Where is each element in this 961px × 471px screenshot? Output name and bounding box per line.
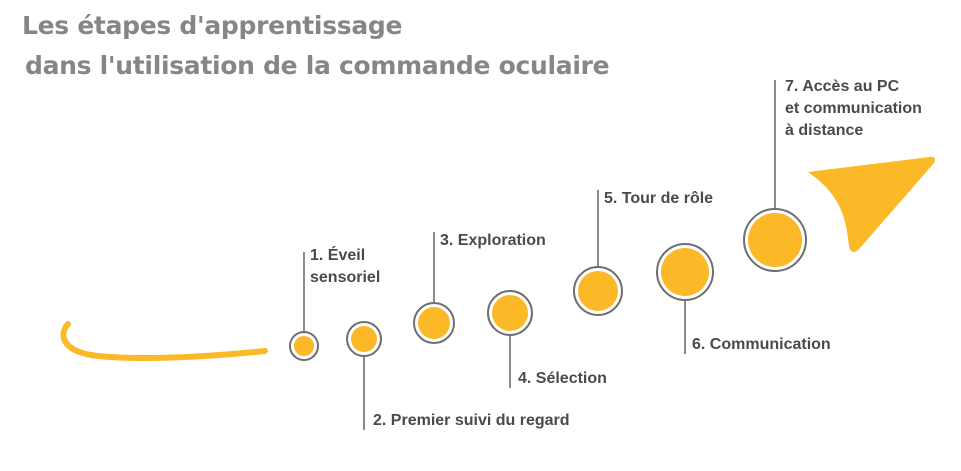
page-title: Les étapes d'apprentissage dans l'utilis… — [22, 6, 610, 86]
step-6-label-line-1: 6. Communication — [692, 336, 831, 353]
step-1-label-line-1: 1. Éveil — [310, 247, 366, 264]
step-5-dot — [578, 271, 618, 311]
step-7-label: 7. Accès au PC et communication à distan… — [785, 76, 922, 142]
step-7-label-line-2: et communication — [785, 100, 922, 117]
step-7-dot — [748, 213, 802, 267]
progression-trail-start — [60, 321, 268, 362]
step-6-label: 6. Communication — [692, 334, 831, 356]
step-1-label-line-2: sensoriel — [310, 269, 381, 286]
step-2-label-line-1: 2. Premier suivi du regard — [373, 412, 570, 429]
step-1-label: 1. Éveil sensoriel — [310, 245, 380, 289]
step-2-dot — [351, 326, 377, 352]
title-line-2: dans l'utilisation de la commande oculai… — [25, 51, 610, 80]
step-7-label-line-3: à distance — [785, 122, 864, 139]
step-3-label: 3. Exploration — [440, 230, 546, 252]
step-2-label: 2. Premier suivi du regard — [373, 410, 570, 432]
step-5-label: 5. Tour de rôle — [604, 188, 713, 210]
step-1-dot — [294, 336, 314, 356]
step-5-label-line-1: 5. Tour de rôle — [604, 190, 714, 207]
title-line-1: Les étapes d'apprentissage — [22, 11, 403, 40]
step-3-label-line-1: 3. Exploration — [440, 232, 546, 249]
step-6-dot — [661, 248, 709, 296]
step-7-label-line-1: 7. Accès au PC — [785, 78, 900, 95]
step-4-dot — [492, 295, 528, 331]
progression-arrowhead — [808, 156, 935, 252]
step-4-label-line-1: 4. Sélection — [518, 370, 607, 387]
step-4-label: 4. Sélection — [518, 368, 607, 390]
step-3-dot — [418, 307, 450, 339]
